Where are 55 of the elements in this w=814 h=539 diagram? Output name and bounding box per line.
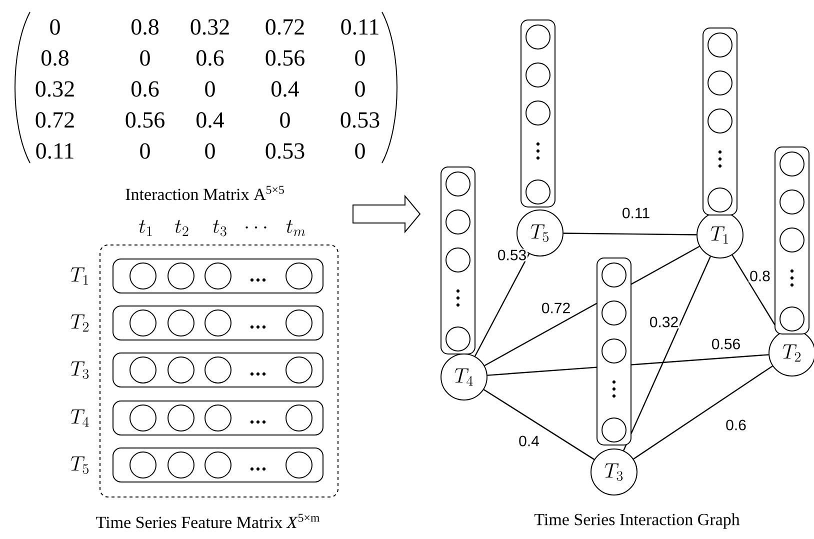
graph-edge xyxy=(564,232,697,236)
matrix-entry: 0 xyxy=(355,50,365,66)
matrix-entry: 0.56 xyxy=(266,50,304,66)
edge-label: 0.8 xyxy=(748,270,772,282)
matrix-entry: 0.8 xyxy=(132,19,158,35)
matrix-entry: 0.4 xyxy=(196,112,224,128)
edge-label: 0.53 xyxy=(496,248,528,262)
graph-node: $T_3$ xyxy=(590,448,638,496)
edge-label: 0.6 xyxy=(724,418,748,432)
matrix-entry: 0.56 xyxy=(126,112,164,128)
matrix-entry: 0.8 xyxy=(42,50,68,66)
axis-label: $t_3$ xyxy=(213,220,226,236)
matrix-entry: 0.72 xyxy=(36,112,74,128)
graph-edge xyxy=(633,366,773,460)
matrix-entry: 0.53 xyxy=(340,112,380,128)
matrix-entry: 0 xyxy=(140,50,150,66)
axis-label: $T_4$ xyxy=(70,409,89,427)
matrix-entry: 0.11 xyxy=(36,143,74,159)
graph-node: $T_1$ xyxy=(696,212,744,258)
caption: Time Series Interaction Graph xyxy=(534,513,740,529)
edge-label: 0.32 xyxy=(648,316,680,328)
matrix-entry: 0.6 xyxy=(132,81,159,97)
matrix-entry: 0.4 xyxy=(272,81,300,97)
matrix-entry: 0.32 xyxy=(190,19,229,35)
matrix-entry: 0.32 xyxy=(36,81,74,97)
axis-label: $T_2$ xyxy=(70,314,89,332)
matrix-entry: 0.72 xyxy=(266,19,304,35)
axis-label: $T_5$ xyxy=(70,456,89,474)
axis-label: $t_m$ xyxy=(286,220,306,236)
graph-edge xyxy=(484,389,594,460)
matrix-entry: 0 xyxy=(355,81,365,97)
matrix-entry: 0 xyxy=(50,19,60,35)
axis-label: $T_1$ xyxy=(70,267,88,285)
axis-label: $t_1$ xyxy=(139,220,152,236)
edge-label: 0.4 xyxy=(518,434,540,448)
matrix-entry: 0.6 xyxy=(196,50,224,66)
matrix-entry: 0 xyxy=(205,143,215,159)
graph-node: $T_4$ xyxy=(440,354,488,400)
matrix-entry: 0 xyxy=(280,112,290,128)
matrix-entry: 0 xyxy=(355,143,365,159)
edge-label: 0.72 xyxy=(540,302,572,314)
caption: Time Series Feature Matrix X$^{5×m}$ xyxy=(96,514,320,528)
graph-edge xyxy=(474,254,530,356)
graph-node: $T_2$ xyxy=(768,330,814,376)
axis-label: $T_3$ xyxy=(70,361,89,379)
edge-label: 0.56 xyxy=(710,338,742,350)
graph-edge xyxy=(623,256,711,451)
axis-label: $\cdots$ xyxy=(246,226,266,229)
axis-label: $t_2$ xyxy=(175,220,188,236)
edge-label: 0.11 xyxy=(620,206,652,220)
caption: Interaction Matrix A$^{5×5}$ xyxy=(126,186,284,200)
matrix-entry: 0 xyxy=(205,81,215,97)
matrix-entry: 0.11 xyxy=(341,19,378,35)
matrix-entry: 0 xyxy=(140,143,150,159)
matrix-entry: 0.53 xyxy=(266,143,304,159)
